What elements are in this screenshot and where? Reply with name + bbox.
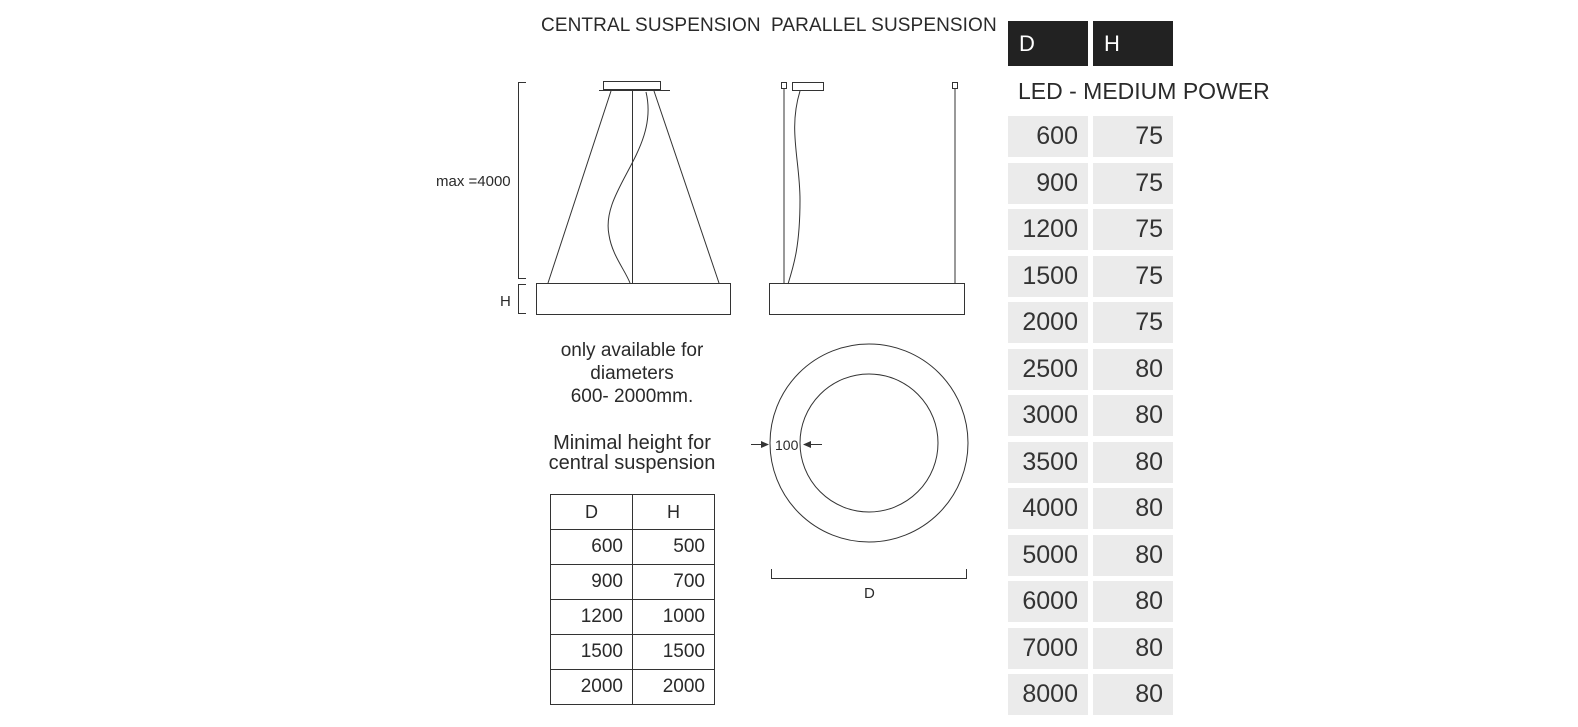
cell-d: 4000: [1008, 488, 1088, 529]
cell-h: 700: [632, 564, 715, 600]
cell-d: 900: [1008, 162, 1088, 204]
cell-d: 5000: [1008, 534, 1088, 576]
table-header-row: D H: [550, 494, 715, 530]
cell-h: 80: [1093, 441, 1173, 483]
ring-inner: [799, 373, 939, 513]
header-d: D: [550, 494, 633, 530]
spec-header-d: D: [1008, 21, 1088, 66]
cell-h: 500: [632, 529, 715, 565]
ring-width-label: 100: [775, 437, 799, 453]
parallel-anchor-left: [781, 82, 787, 89]
cell-h: 80: [1093, 581, 1173, 622]
parallel-power-cord: [787, 90, 801, 285]
table-row: 600 500: [550, 529, 715, 565]
parallel-luminaire-body: [769, 283, 965, 315]
h-dimension-label: H: [500, 293, 511, 310]
cell-d: 600: [550, 529, 633, 565]
central-suspension-heading: CENTRAL SUSPENSION: [541, 15, 761, 36]
ring-width-arrow-right: [803, 441, 811, 448]
cell-d: 900: [550, 564, 633, 600]
central-cable-right: [653, 90, 720, 284]
minimal-height-title: Minimal height for central suspension: [532, 433, 732, 473]
cell-h: 75: [1093, 162, 1173, 204]
d-dimension-label: D: [864, 585, 875, 602]
minimal-height-table: D H 600 500 900 700 1200 1000 1500 1500 …: [550, 494, 715, 705]
minimal-height-title-line-1: Minimal height for: [553, 432, 711, 454]
note-line-2: diameters: [590, 363, 674, 384]
spec-group-title: LED - MEDIUM POWER: [1018, 78, 1270, 104]
parallel-suspension-drawing: [769, 82, 965, 315]
central-cable-left: [547, 90, 612, 284]
cell-d: 2000: [1008, 302, 1088, 343]
table-row: 1500 1500: [550, 634, 715, 670]
technical-drawing: max =4000 H 100 D: [436, 81, 969, 602]
cell-d: 1500: [550, 634, 633, 670]
note-line-1: only available for: [560, 340, 704, 361]
max-height-label: max =4000: [436, 173, 511, 190]
table-row: 900 700: [550, 564, 715, 600]
cell-d: 2000: [550, 669, 633, 705]
cell-h: 75: [1093, 209, 1173, 250]
ring-outer: [769, 343, 969, 543]
central-canopy: [603, 81, 661, 90]
cell-d: 8000: [1008, 674, 1088, 715]
cell-h: 75: [1093, 302, 1173, 343]
header-h: H: [632, 494, 715, 530]
height-dimension: [518, 82, 526, 314]
ring-top-view: [751, 343, 969, 579]
table-row: 1200 1000: [550, 599, 715, 635]
central-power-cord: [607, 91, 649, 284]
availability-note: only available for diameters 600- 2000mm…: [532, 339, 732, 408]
cell-d: 2500: [1008, 348, 1088, 390]
cell-h: 80: [1093, 627, 1173, 669]
cell-h: 1000: [632, 599, 715, 635]
note-line-3: 600- 2000mm.: [570, 386, 694, 407]
cell-d: 6000: [1008, 581, 1088, 622]
cell-h: 80: [1093, 395, 1173, 436]
parallel-suspension-heading: PARALLEL SUSPENSION: [771, 15, 997, 36]
cell-h: 80: [1093, 674, 1173, 715]
cell-d: 1200: [550, 599, 633, 635]
cell-h: 80: [1093, 348, 1173, 390]
cell-h: 1500: [632, 634, 715, 670]
cell-h: 75: [1093, 255, 1173, 297]
central-suspension-drawing: [536, 81, 731, 315]
spec-header-h: H: [1093, 21, 1173, 66]
cell-d: 3000: [1008, 395, 1088, 436]
cell-h: 2000: [632, 669, 715, 705]
table-row: 2000 2000: [550, 669, 715, 705]
cell-h: 75: [1093, 116, 1173, 157]
cell-d: 1200: [1008, 209, 1088, 250]
ring-width-arrow-left: [761, 441, 769, 448]
cell-d: 3500: [1008, 441, 1088, 483]
cell-d: 600: [1008, 116, 1088, 157]
parallel-canopy: [792, 82, 824, 91]
cell-d: 1500: [1008, 255, 1088, 297]
minimal-height-title-line-2: central suspension: [548, 452, 716, 474]
central-luminaire-body: [536, 283, 731, 315]
parallel-anchor-right: [952, 82, 958, 89]
cell-h: 80: [1093, 534, 1173, 576]
cell-d: 7000: [1008, 627, 1088, 669]
cell-h: 80: [1093, 488, 1173, 529]
